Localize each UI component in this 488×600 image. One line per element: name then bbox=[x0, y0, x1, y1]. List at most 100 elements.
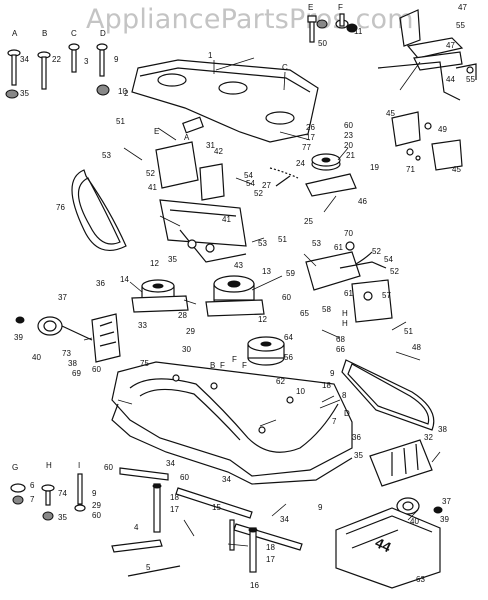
callout-Ab: A bbox=[184, 133, 190, 142]
callout-A: A bbox=[12, 29, 18, 38]
callout-B2: B bbox=[210, 361, 215, 370]
callout-73: 73 bbox=[62, 349, 71, 358]
callout-65: 65 bbox=[300, 309, 309, 318]
callout-H2: H bbox=[342, 319, 348, 328]
callout-57: 57 bbox=[382, 291, 391, 300]
callout-38a: 38 bbox=[68, 359, 77, 368]
callout-49: 49 bbox=[438, 125, 447, 134]
callout-40b: 40 bbox=[410, 517, 419, 526]
callout-10b: 10 bbox=[296, 387, 305, 396]
callout-34: 34 bbox=[20, 55, 29, 64]
callout-16: 16 bbox=[250, 581, 259, 590]
callout-50: 50 bbox=[318, 39, 327, 48]
callout-61a: 61 bbox=[334, 243, 343, 252]
callout-33: 33 bbox=[138, 321, 147, 330]
callout-C: C bbox=[71, 29, 77, 38]
callout-18a: 18 bbox=[322, 381, 331, 390]
callout-Ea: E bbox=[154, 127, 159, 136]
callout-54a: 54 bbox=[246, 179, 255, 188]
callout-44: 44 bbox=[446, 75, 455, 84]
callout-36a: 36 bbox=[96, 279, 105, 288]
callout-40a: 40 bbox=[32, 353, 41, 362]
callout-45b: 45 bbox=[452, 165, 461, 174]
callout-53c: 53 bbox=[312, 239, 321, 248]
callout-59: 59 bbox=[286, 269, 295, 278]
callout-62: 62 bbox=[276, 377, 285, 386]
callout-F3: F bbox=[242, 361, 247, 370]
callout-61b: 61 bbox=[344, 289, 353, 298]
gauge-wheel-right bbox=[396, 497, 443, 515]
callout-24: 24 bbox=[296, 159, 305, 168]
callout-42: 42 bbox=[214, 147, 223, 156]
callout-G: G bbox=[12, 463, 18, 472]
wheel-bracket-left bbox=[91, 313, 121, 363]
callout-60b: 60 bbox=[282, 293, 291, 302]
callout-12a: 12 bbox=[150, 259, 159, 268]
right-idler-arm bbox=[305, 241, 393, 323]
callout-76: 76 bbox=[56, 203, 65, 212]
callout-60a: 60 bbox=[344, 121, 353, 130]
callout-47a: 47 bbox=[458, 3, 467, 12]
callout-9b: 9 bbox=[330, 369, 335, 378]
callout-19: 19 bbox=[370, 163, 379, 172]
callout-18c: 18 bbox=[266, 543, 275, 552]
callout-27: 27 bbox=[262, 181, 271, 190]
callout-41a: 41 bbox=[148, 183, 157, 192]
belt-76-inner bbox=[77, 177, 121, 245]
callout-11: 11 bbox=[354, 27, 363, 36]
belt-48-inner bbox=[347, 363, 430, 425]
callout-52c: 52 bbox=[372, 247, 381, 256]
callout-17c: 17 bbox=[266, 555, 275, 564]
callout-34b: 34 bbox=[166, 459, 175, 468]
leader-lines bbox=[83, 57, 441, 547]
mower-blades bbox=[111, 467, 303, 553]
callout-Cb: C bbox=[282, 63, 288, 72]
fastener-key-top bbox=[5, 13, 358, 99]
callout-17a: 17 bbox=[306, 133, 315, 142]
right-baffle bbox=[369, 439, 433, 487]
callout-35b: 35 bbox=[168, 255, 177, 264]
callout-34c: 34 bbox=[222, 475, 231, 484]
callout-1: 1 bbox=[208, 51, 213, 60]
callout-25: 25 bbox=[304, 217, 313, 226]
callout-2: 2 bbox=[124, 89, 129, 98]
callout-66: 66 bbox=[336, 345, 345, 354]
belt-48 bbox=[341, 359, 435, 431]
callout-9: 9 bbox=[114, 55, 119, 64]
callout-36b: 36 bbox=[352, 433, 361, 442]
fastener-key-bottom bbox=[10, 473, 86, 521]
callout-51a: 51 bbox=[116, 117, 125, 126]
top-cover-plate bbox=[131, 59, 319, 143]
callout-7a: 7 bbox=[332, 417, 337, 426]
callout-48: 48 bbox=[412, 343, 421, 352]
callout-23: 23 bbox=[344, 131, 353, 140]
callout-29b: 29 bbox=[92, 501, 101, 510]
callout-55a: 55 bbox=[456, 21, 465, 30]
callout-55b: 55 bbox=[466, 75, 475, 84]
callout-14: 14 bbox=[120, 275, 129, 284]
callout-15: 15 bbox=[212, 503, 221, 512]
callout-52a: 52 bbox=[146, 169, 155, 178]
callout-D: D bbox=[100, 29, 106, 38]
spindle-pulley-left bbox=[131, 279, 189, 313]
callout-68: 68 bbox=[336, 335, 345, 344]
callout-4: 4 bbox=[134, 523, 139, 532]
callout-54b: 54 bbox=[244, 171, 253, 180]
callout-17b: 17 bbox=[170, 505, 179, 514]
callout-60f: 60 bbox=[104, 463, 113, 472]
callout-34d: 34 bbox=[280, 515, 289, 524]
callout-29: 29 bbox=[186, 327, 195, 336]
callout-18b: 18 bbox=[170, 493, 179, 502]
callout-60d: 60 bbox=[92, 511, 101, 520]
deck-badge: 44 bbox=[373, 534, 394, 555]
callout-47b: 47 bbox=[446, 41, 455, 50]
callout-63: 63 bbox=[416, 575, 425, 584]
belt-76 bbox=[71, 169, 127, 251]
callout-41b: 41 bbox=[222, 215, 231, 224]
callout-20: 20 bbox=[344, 141, 353, 150]
callout-12b: 12 bbox=[258, 315, 267, 324]
callout-75: 75 bbox=[140, 359, 149, 368]
callout-3: 3 bbox=[84, 57, 89, 66]
callout-F1: F bbox=[220, 361, 225, 370]
